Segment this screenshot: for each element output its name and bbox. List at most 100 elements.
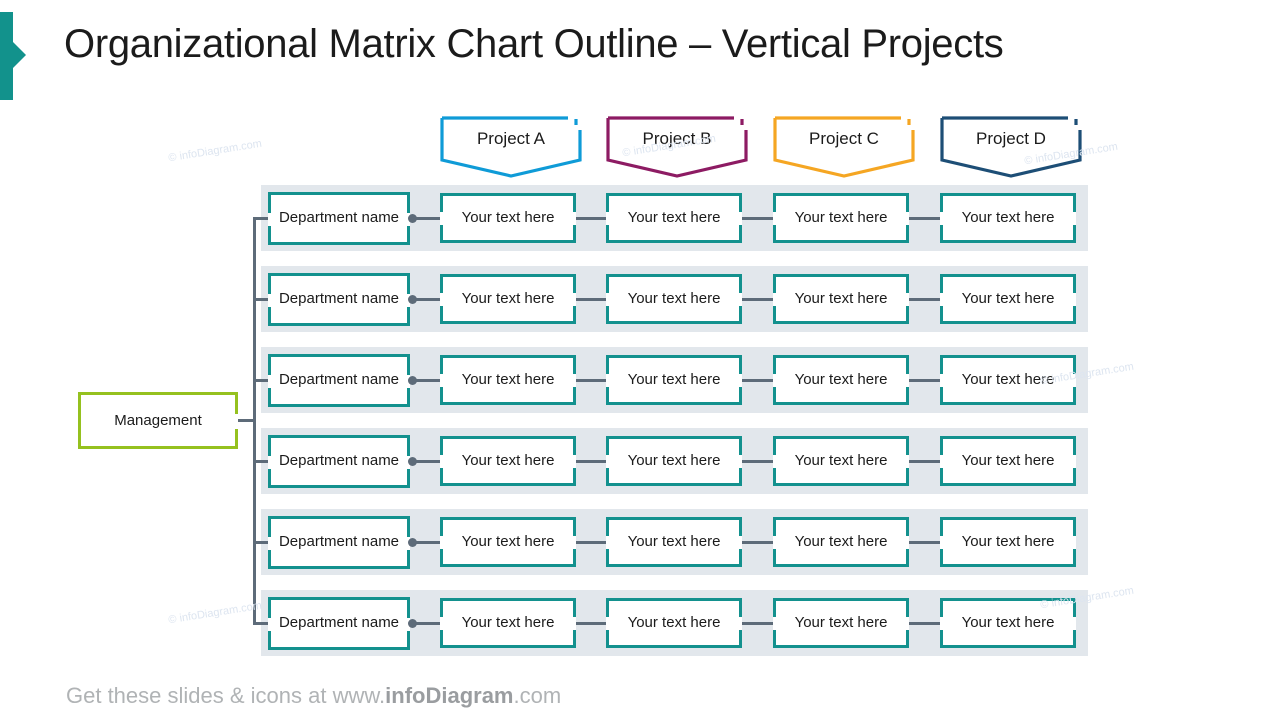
connector-link xyxy=(742,379,773,382)
connector-link xyxy=(576,460,606,463)
connector-link xyxy=(742,541,773,544)
connector-branch xyxy=(253,541,268,544)
matrix-cell[interactable]: Your text here xyxy=(940,517,1076,567)
department-label: Department name xyxy=(278,209,400,227)
connector-branch xyxy=(253,379,268,382)
matrix-cell-label: Your text here xyxy=(961,451,1055,469)
project-banner-label: Project D xyxy=(976,129,1046,148)
connector-link xyxy=(410,541,440,544)
matrix-cell[interactable]: Your text here xyxy=(606,355,742,405)
connector-link xyxy=(742,217,773,220)
connector-link xyxy=(410,217,440,220)
connector-link xyxy=(576,622,606,625)
matrix-cell[interactable]: Your text here xyxy=(606,193,742,243)
matrix-cell[interactable]: Your text here xyxy=(773,436,909,486)
connector-link xyxy=(410,379,440,382)
footer-brand: infoDiagram xyxy=(385,683,514,708)
matrix-cell[interactable]: Your text here xyxy=(440,436,576,486)
department-box[interactable]: Department name xyxy=(268,354,410,407)
connector-link xyxy=(576,217,606,220)
matrix-cell[interactable]: Your text here xyxy=(940,436,1076,486)
matrix-cell-label: Your text here xyxy=(794,532,888,550)
matrix-cell[interactable]: Your text here xyxy=(606,598,742,648)
matrix-cell-label: Your text here xyxy=(627,370,721,388)
accent-arrow-icon xyxy=(13,42,26,68)
matrix-cell[interactable]: Your text here xyxy=(606,436,742,486)
project-banner-4[interactable]: Project D xyxy=(940,116,1082,178)
department-box[interactable]: Department name xyxy=(268,192,410,245)
department-label: Department name xyxy=(278,371,400,389)
project-banner-label: Project B xyxy=(642,129,712,148)
connector-link xyxy=(909,622,940,625)
matrix-cell[interactable]: Your text here xyxy=(773,274,909,324)
department-label: Department name xyxy=(278,533,400,551)
page-title: Organizational Matrix Chart Outline – Ve… xyxy=(64,22,1004,66)
matrix-cell[interactable]: Your text here xyxy=(773,517,909,567)
department-box[interactable]: Department name xyxy=(268,516,410,569)
footer-prefix: Get these slides & icons at www. xyxy=(66,683,386,708)
connector-link xyxy=(576,298,606,301)
project-banner-label: Project C xyxy=(809,129,879,148)
project-banner-3[interactable]: Project C xyxy=(773,116,915,178)
project-banner-label: Project A xyxy=(476,129,546,148)
matrix-cell[interactable]: Your text here xyxy=(606,274,742,324)
footer-suffix: .com xyxy=(513,683,562,708)
connector-link xyxy=(410,622,440,625)
banner-shape xyxy=(940,116,1082,178)
connector-branch xyxy=(253,460,268,463)
project-banner-1[interactable]: Project A xyxy=(440,116,582,178)
matrix-cell-label: Your text here xyxy=(794,289,888,307)
connector-link xyxy=(909,298,940,301)
matrix-cell[interactable]: Your text here xyxy=(773,598,909,648)
matrix-cell-label: Your text here xyxy=(794,370,888,388)
matrix-cell-label: Your text here xyxy=(961,532,1055,550)
matrix-cell-label: Your text here xyxy=(627,613,721,631)
connector-link xyxy=(742,460,773,463)
matrix-cell-label: Your text here xyxy=(461,208,555,226)
connector-link xyxy=(742,298,773,301)
matrix-cell-label: Your text here xyxy=(461,613,555,631)
footer-note: Get these slides & icons at www.infoDiag… xyxy=(66,683,561,709)
matrix-cell-label: Your text here xyxy=(794,451,888,469)
connector-link xyxy=(410,298,440,301)
connector-branch xyxy=(253,298,268,301)
connector-link xyxy=(576,541,606,544)
matrix-cell-label: Your text here xyxy=(627,451,721,469)
department-label: Department name xyxy=(278,290,400,308)
connector-link xyxy=(742,622,773,625)
connector-link xyxy=(909,541,940,544)
matrix-cell[interactable]: Your text here xyxy=(440,274,576,324)
matrix-cell-label: Your text here xyxy=(627,208,721,226)
matrix-cell-label: Your text here xyxy=(461,451,555,469)
matrix-cell[interactable]: Your text here xyxy=(773,193,909,243)
matrix-cell[interactable]: Your text here xyxy=(440,517,576,567)
matrix-cell-label: Your text here xyxy=(961,208,1055,226)
matrix-cell-label: Your text here xyxy=(794,613,888,631)
matrix-cell[interactable]: Your text here xyxy=(440,193,576,243)
department-box[interactable]: Department name xyxy=(268,435,410,488)
matrix-cell[interactable]: Your text here xyxy=(773,355,909,405)
connector-link xyxy=(909,379,940,382)
matrix-cell[interactable]: Your text here xyxy=(940,355,1076,405)
matrix-cell[interactable]: Your text here xyxy=(940,193,1076,243)
matrix-cell[interactable]: Your text here xyxy=(940,274,1076,324)
department-box[interactable]: Department name xyxy=(268,273,410,326)
matrix-cell[interactable]: Your text here xyxy=(440,598,576,648)
matrix-cell-label: Your text here xyxy=(461,532,555,550)
matrix-cell[interactable]: Your text here xyxy=(606,517,742,567)
connector-link xyxy=(576,379,606,382)
matrix-cell[interactable]: Your text here xyxy=(440,355,576,405)
banner-shape xyxy=(773,116,915,178)
matrix-cell-label: Your text here xyxy=(794,208,888,226)
matrix-cell[interactable]: Your text here xyxy=(940,598,1076,648)
management-box[interactable]: Management xyxy=(78,392,238,449)
management-label: Management xyxy=(114,412,202,429)
connector-management xyxy=(238,419,256,422)
department-box[interactable]: Department name xyxy=(268,597,410,650)
banner-shape xyxy=(606,116,748,178)
project-banner-2[interactable]: Project B xyxy=(606,116,748,178)
connector-link xyxy=(909,460,940,463)
matrix-cell-label: Your text here xyxy=(627,289,721,307)
connector-branch xyxy=(253,217,268,220)
